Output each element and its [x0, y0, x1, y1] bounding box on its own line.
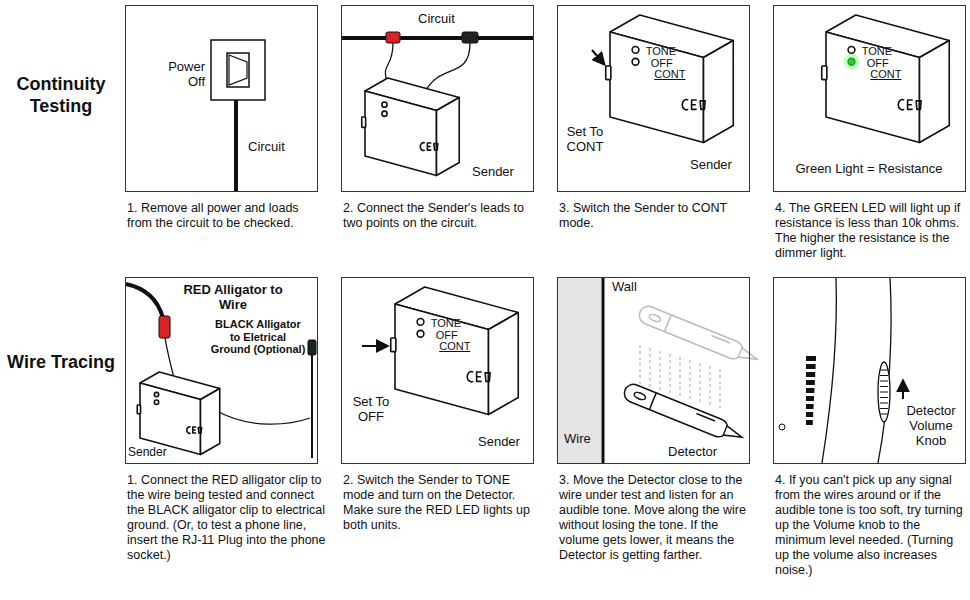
step-caption: 3. Switch the Sender to CONT mode. — [559, 201, 759, 231]
mode-label: OFF — [436, 330, 458, 341]
step-caption: 1. Remove all power and loads from the c… — [127, 201, 327, 231]
instruction-panel: TONEOFFCONT Set To CONT Sender — [557, 5, 750, 192]
instruction-panel: WallWireDetector — [557, 277, 750, 464]
mode-label: OFF — [651, 58, 673, 69]
switch-label: Power Off — [150, 60, 205, 90]
device-label: Sender — [128, 446, 167, 460]
clip-label: BLACK Alligator to Eletrical Ground (Opt… — [210, 318, 306, 356]
instruction-panel: CircuitSender — [341, 5, 534, 192]
row-heading: Wire Tracing — [2, 352, 120, 374]
instruction-panel: RED Alligator to WireBLACK Alligator to … — [125, 277, 318, 464]
wire-label: Circuit — [418, 12, 455, 27]
wire-label: Wire — [564, 432, 591, 447]
instruction-label: Set To CONT — [562, 125, 608, 155]
mode-label: TONE — [862, 46, 892, 57]
step-caption: 4. If you can't pick up any signal from … — [775, 473, 967, 578]
instruction-label: Set To OFF — [348, 395, 394, 425]
instruction-panel: Detector Volume Knob — [773, 277, 966, 464]
step-caption: 3. Move the Detector close to the wire u… — [559, 473, 759, 563]
step-caption: 2. Switch the Sender to TONE mode and tu… — [343, 473, 543, 533]
mode-label: CONT — [654, 69, 685, 80]
instruction-panel: TONEOFFCONT Set To OFF Sender — [341, 277, 534, 464]
instruction-panel: TONEOFFCONT Green Light = Resistance — [773, 5, 966, 192]
mode-label: CONT — [870, 69, 901, 80]
wall-label: Wall — [612, 280, 637, 295]
device-label: Sender — [690, 158, 732, 173]
mode-label: TONE — [431, 318, 461, 329]
step-caption: 1. Connect the RED alligator clip to the… — [127, 473, 327, 563]
device-label: Sender — [478, 435, 520, 450]
device-label: Detector — [668, 445, 717, 460]
clip-label: RED Alligator to Wire — [178, 283, 288, 313]
knob-label: Detector Volume Knob — [898, 404, 964, 449]
legend-note: Green Light = Resistance — [780, 162, 958, 177]
mode-label: OFF — [867, 58, 889, 69]
instruction-panel: Power OffCircuit — [125, 5, 318, 192]
mode-label: TONE — [646, 46, 676, 57]
wire-label: Circuit — [248, 140, 285, 155]
row-heading: Continuity Testing — [2, 74, 120, 117]
step-caption: 4. The GREEN LED will light up if resist… — [775, 201, 967, 261]
mode-label: CONT — [439, 341, 470, 352]
step-caption: 2. Connect the Sender's leads to two poi… — [343, 201, 543, 231]
device-label: Sender — [472, 165, 514, 180]
